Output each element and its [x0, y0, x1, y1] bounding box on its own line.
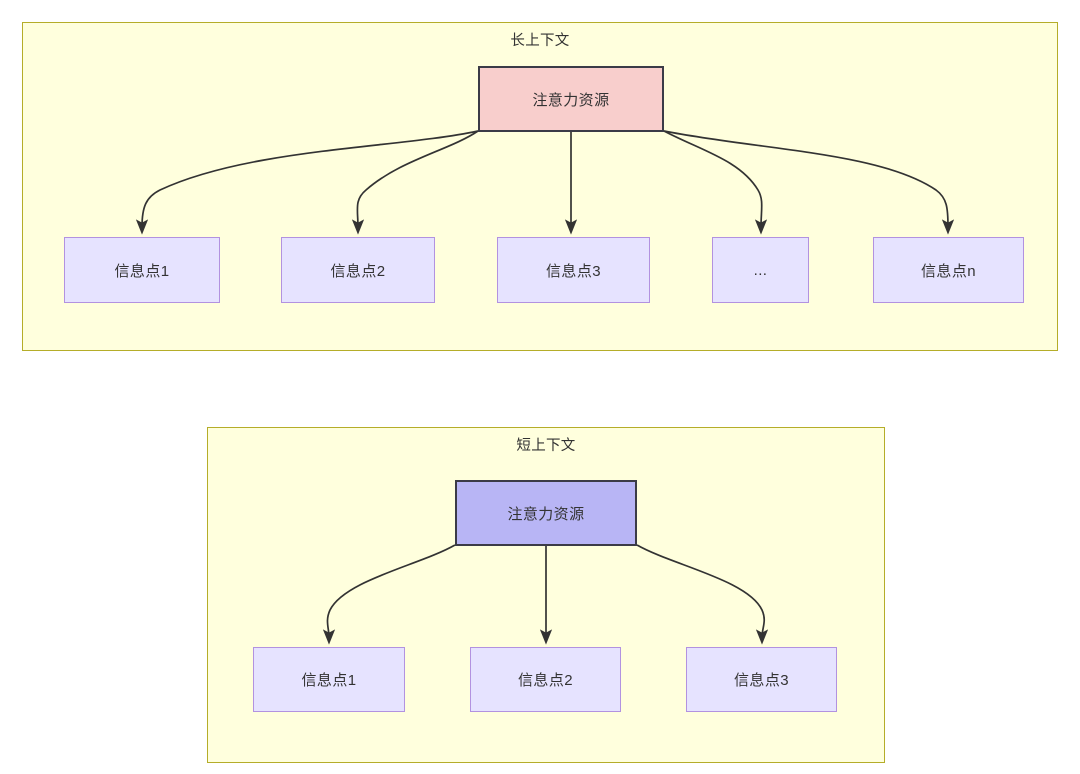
- node-short-context-info-point-1[interactable]: 信息点1: [253, 647, 405, 712]
- node-label: 注意力资源: [507, 505, 585, 523]
- panel-short-context-title: 短上下文: [516, 438, 576, 454]
- node-label: 信息点1: [301, 672, 357, 689]
- node-long-context-info-point-n[interactable]: 信息点n: [873, 237, 1024, 303]
- node-label: 注意力资源: [532, 91, 610, 109]
- node-long-context-info-point-ellipsis[interactable]: ...: [712, 237, 809, 303]
- node-long-context-info-point-2[interactable]: 信息点2: [281, 237, 435, 303]
- node-long-context-info-point-3[interactable]: 信息点3: [497, 237, 650, 303]
- node-label: 信息点1: [114, 262, 170, 280]
- node-short-context-info-point-3[interactable]: 信息点3: [686, 647, 837, 712]
- node-short-context-info-point-2[interactable]: 信息点2: [470, 647, 621, 712]
- node-long-context-info-point-1[interactable]: 信息点1: [64, 237, 220, 303]
- node-label: 信息点3: [734, 672, 789, 689]
- node-label: 信息点3: [546, 262, 601, 280]
- node-label: 信息点2: [330, 262, 386, 280]
- panel-short-context: 短上下文: [207, 427, 885, 763]
- panel-long-context-title: 长上下文: [510, 33, 570, 49]
- node-short-context-attention-resource[interactable]: 注意力资源: [455, 480, 637, 546]
- node-label: 信息点n: [921, 262, 976, 280]
- node-long-context-attention-resource[interactable]: 注意力资源: [478, 66, 664, 132]
- node-label: ...: [753, 261, 768, 279]
- node-label: 信息点2: [518, 672, 573, 689]
